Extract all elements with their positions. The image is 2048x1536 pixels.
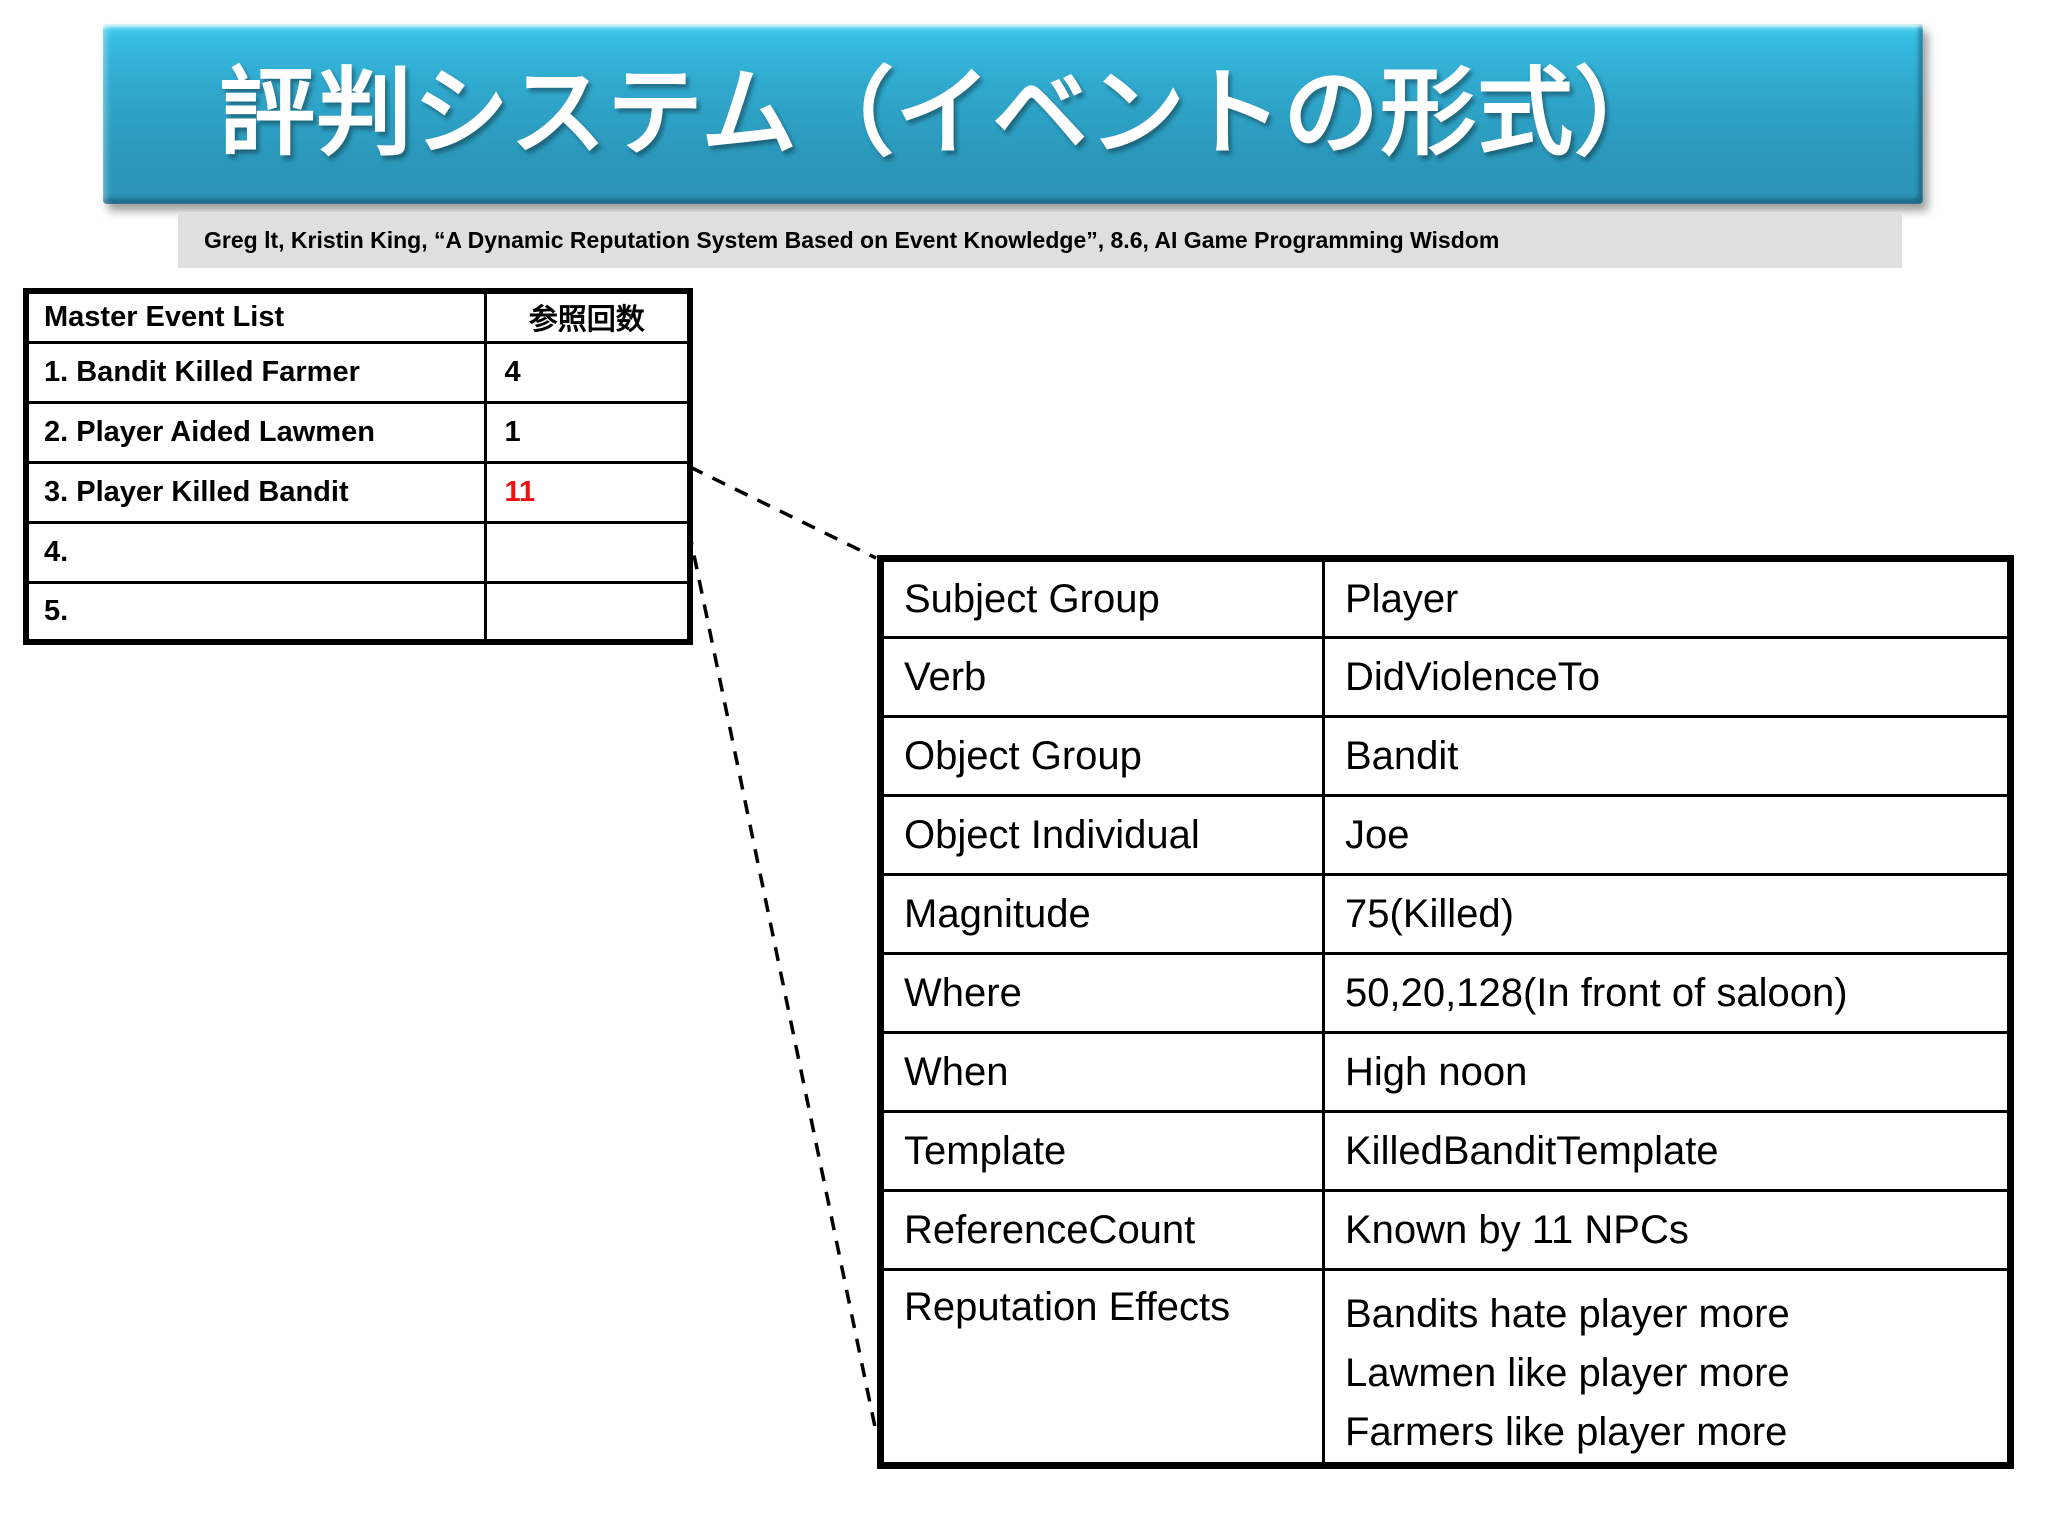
connector-line-top xyxy=(689,465,877,560)
value-cell: Joe xyxy=(1322,794,2012,876)
value-cell: KilledBanditTemplate xyxy=(1322,1110,2012,1192)
value-cell: 50,20,128(In front of saloon) xyxy=(1322,952,2012,1034)
event-row-3: 3. Player Killed Bandit 11 xyxy=(24,460,692,524)
field-cell: Object Individual xyxy=(879,794,1325,876)
event-cell: 4. xyxy=(24,520,487,584)
detail-row-when: When High noon xyxy=(879,1031,2012,1113)
event-row-5: 5. xyxy=(24,580,692,644)
event-row-4: 4. xyxy=(24,520,692,584)
detail-row-where: Where 50,20,128(In front of saloon) xyxy=(879,952,2012,1034)
reputation-effect-line: Bandits hate player more xyxy=(1345,1292,1790,1336)
master-table-header-event: Master Event List xyxy=(24,289,487,344)
detail-row-magnitude: Magnitude 75(Killed) xyxy=(879,873,2012,955)
field-cell: Template xyxy=(879,1110,1325,1192)
count-cell xyxy=(483,580,692,644)
field-cell: ReferenceCount xyxy=(879,1189,1325,1271)
event-cell: 1. Bandit Killed Farmer xyxy=(24,340,487,404)
event-cell: 5. xyxy=(24,580,487,644)
value-cell: 75(Killed) xyxy=(1322,873,2012,955)
value-cell: Bandit xyxy=(1322,715,2012,797)
count-cell: 4 xyxy=(483,340,692,404)
master-event-list-table: Master Event List 参照回数 1. Bandit Killed … xyxy=(23,288,693,645)
value-cell: DidViolenceTo xyxy=(1322,636,2012,718)
slide-title: 評判システム（イベントの形式） xyxy=(219,60,1672,167)
event-row-2: 2. Player Aided Lawmen 1 xyxy=(24,400,692,464)
field-cell: When xyxy=(879,1031,1325,1113)
master-table-header-count: 参照回数 xyxy=(483,289,692,344)
field-cell: Where xyxy=(879,952,1325,1034)
value-cell-multiline: Bandits hate player more Lawmen like pla… xyxy=(1322,1268,2012,1467)
count-cell: 1 xyxy=(483,400,692,464)
field-cell: Subject Group xyxy=(879,557,1325,639)
detail-row-referencecount: ReferenceCount Known by 11 NPCs xyxy=(879,1189,2012,1271)
field-cell: Verb xyxy=(879,636,1325,718)
detail-row-template: Template KilledBanditTemplate xyxy=(879,1110,2012,1192)
count-cell-highlighted: 11 xyxy=(483,460,692,524)
detail-row-object-individual: Object Individual Joe xyxy=(879,794,2012,876)
citation-text: Greg lt, Kristin King, “A Dynamic Reputa… xyxy=(204,226,1500,253)
event-cell: 2. Player Aided Lawmen xyxy=(24,400,487,464)
detail-row-object-group: Object Group Bandit xyxy=(879,715,2012,797)
event-cell: 3. Player Killed Bandit xyxy=(24,460,487,524)
event-row-1: 1. Bandit Killed Farmer 4 xyxy=(24,340,692,404)
detail-row-verb: Verb DidViolenceTo xyxy=(879,636,2012,718)
value-cell: High noon xyxy=(1322,1031,2012,1113)
detail-row-subject-group: Subject Group Player xyxy=(879,557,2012,639)
field-cell: Magnitude xyxy=(879,873,1325,955)
title-banner: 評判システム（イベントの形式） xyxy=(103,24,1923,204)
count-cell xyxy=(483,520,692,584)
connector-line-bottom xyxy=(687,530,877,1428)
field-cell: Reputation Effects xyxy=(879,1268,1325,1467)
value-cell: Known by 11 NPCs xyxy=(1322,1189,2012,1271)
field-cell: Object Group xyxy=(879,715,1325,797)
event-detail-table: Subject Group Player Verb DidViolenceTo … xyxy=(877,555,2014,1469)
citation-bar: Greg lt, Kristin King, “A Dynamic Reputa… xyxy=(178,212,1902,268)
value-cell: Player xyxy=(1322,557,2012,639)
reputation-effect-line: Farmers like player more xyxy=(1345,1410,1788,1454)
reputation-effect-line: Lawmen like player more xyxy=(1345,1351,1790,1395)
master-table-header-row: Master Event List 参照回数 xyxy=(24,289,692,344)
detail-row-reputation-effects: Reputation Effects Bandits hate player m… xyxy=(879,1268,2012,1467)
